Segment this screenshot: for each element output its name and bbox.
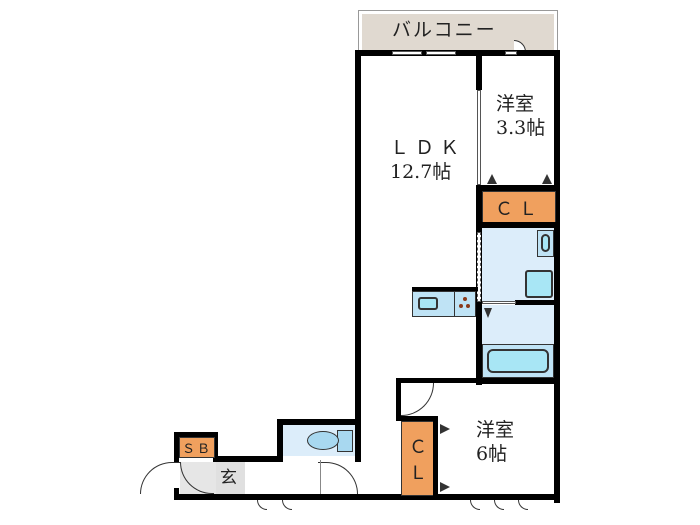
closet-door-icon [542, 174, 552, 184]
wall [355, 50, 560, 56]
kitchen-counter[interactable] [412, 291, 476, 317]
wall [554, 50, 560, 503]
wall [396, 416, 438, 421]
burner-icon [459, 304, 463, 308]
wall [476, 222, 560, 228]
closet-door-icon [440, 482, 450, 492]
bath-door[interactable] [482, 301, 516, 304]
balcony-window[interactable] [426, 51, 456, 55]
closet-large-label-l: Ｌ [409, 462, 427, 484]
wall [476, 185, 560, 191]
wall [174, 488, 179, 500]
sliding-door[interactable] [477, 232, 481, 302]
closet-door-icon [440, 424, 450, 434]
wall [396, 378, 482, 383]
window-icon [494, 500, 504, 510]
washing-machine[interactable] [525, 270, 553, 298]
wall [476, 50, 482, 90]
western-room-large-name: 洋室 [476, 419, 515, 441]
wall [174, 432, 218, 437]
bathtub-basin [487, 349, 549, 373]
toilet-bowl [307, 431, 339, 450]
burner-icon [466, 304, 470, 308]
western-room-small-name: 洋室 [496, 93, 535, 115]
wall [433, 416, 438, 496]
wall [277, 419, 361, 425]
entrance-door[interactable] [140, 462, 180, 494]
shoe-box-label: ＳＢ [181, 442, 212, 457]
balcony-label: バルコニー [392, 19, 497, 41]
shoe-box[interactable]: ＳＢ [179, 437, 215, 458]
closet-small[interactable]: ＣＬ [482, 191, 556, 225]
window-icon [257, 500, 267, 510]
window-icon [470, 500, 480, 510]
washbasin[interactable] [537, 230, 554, 257]
toilet-door[interactable] [318, 462, 358, 494]
balcony-window[interactable] [392, 51, 422, 55]
wall [277, 419, 283, 462]
bath-door-icon [484, 308, 492, 318]
counter-divider [454, 292, 455, 316]
wall [355, 50, 361, 462]
wall [174, 494, 560, 500]
bathtub[interactable] [482, 344, 554, 378]
door-frame [320, 460, 321, 494]
closet-door-icon [487, 174, 497, 184]
ldk-size: 12.7帖 [390, 161, 452, 183]
wall [396, 378, 401, 418]
entrance-label: 玄 [220, 468, 237, 488]
burner-icon [463, 297, 467, 301]
kitchen-sink [418, 297, 438, 310]
closet-small-label: ＣＬ [495, 199, 543, 220]
room-window[interactable] [505, 51, 517, 55]
wall [213, 432, 218, 462]
toilet[interactable] [337, 430, 353, 452]
wall [174, 432, 179, 462]
wall [412, 287, 478, 291]
wall [213, 456, 283, 462]
window-icon [518, 500, 528, 510]
closet-large[interactable]: Ｃ Ｌ [401, 421, 435, 496]
entrance-floor[interactable] [215, 462, 245, 494]
window-icon [282, 500, 292, 510]
wall [476, 378, 560, 384]
western-room-large-size: 6帖 [476, 443, 508, 465]
washbasin-bowl [541, 234, 550, 252]
sliding-door[interactable] [477, 90, 481, 185]
closet-large-label-c: Ｃ [409, 436, 427, 458]
wall [515, 300, 560, 305]
room-door[interactable] [401, 383, 434, 416]
ldk-name: ＬＤＫ [390, 137, 466, 159]
western-room-small-size: 3.3帖 [496, 117, 546, 139]
